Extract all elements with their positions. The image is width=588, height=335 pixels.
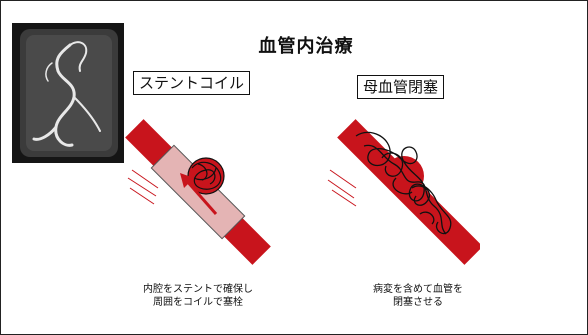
vessel-wall-lines [127,169,159,205]
stent-coil-label: ステントコイル [133,71,251,95]
stent-coil-caption: 内腔をステントで確保し 周囲をコイルで塞栓 [118,283,278,309]
occlusion-caption: 病変を含めて血管を 閉塞させる [338,283,498,309]
angiography-image [12,23,124,163]
occlusion-diagram [327,119,480,265]
occlusion-caption-line-1: 病変を含めて血管を [373,284,463,295]
treatment-diagrams [125,119,480,265]
flow-arrowhead [180,173,194,188]
occlusion-coils [355,131,452,235]
occlusion-caption-line-2: 閉塞させる [393,297,443,308]
stent-coil-caption-line-1: 内腔をステントで確保し [143,284,253,295]
parent-artery-occlusion-label: 母血管閉塞 [357,75,445,99]
stent-coil-caption-line-2: 周囲をコイルで塞栓 [153,297,243,308]
flow-arrow [184,179,218,215]
stent-coil-diagram [125,119,271,265]
slide-title: 血管内治療 [258,36,354,57]
